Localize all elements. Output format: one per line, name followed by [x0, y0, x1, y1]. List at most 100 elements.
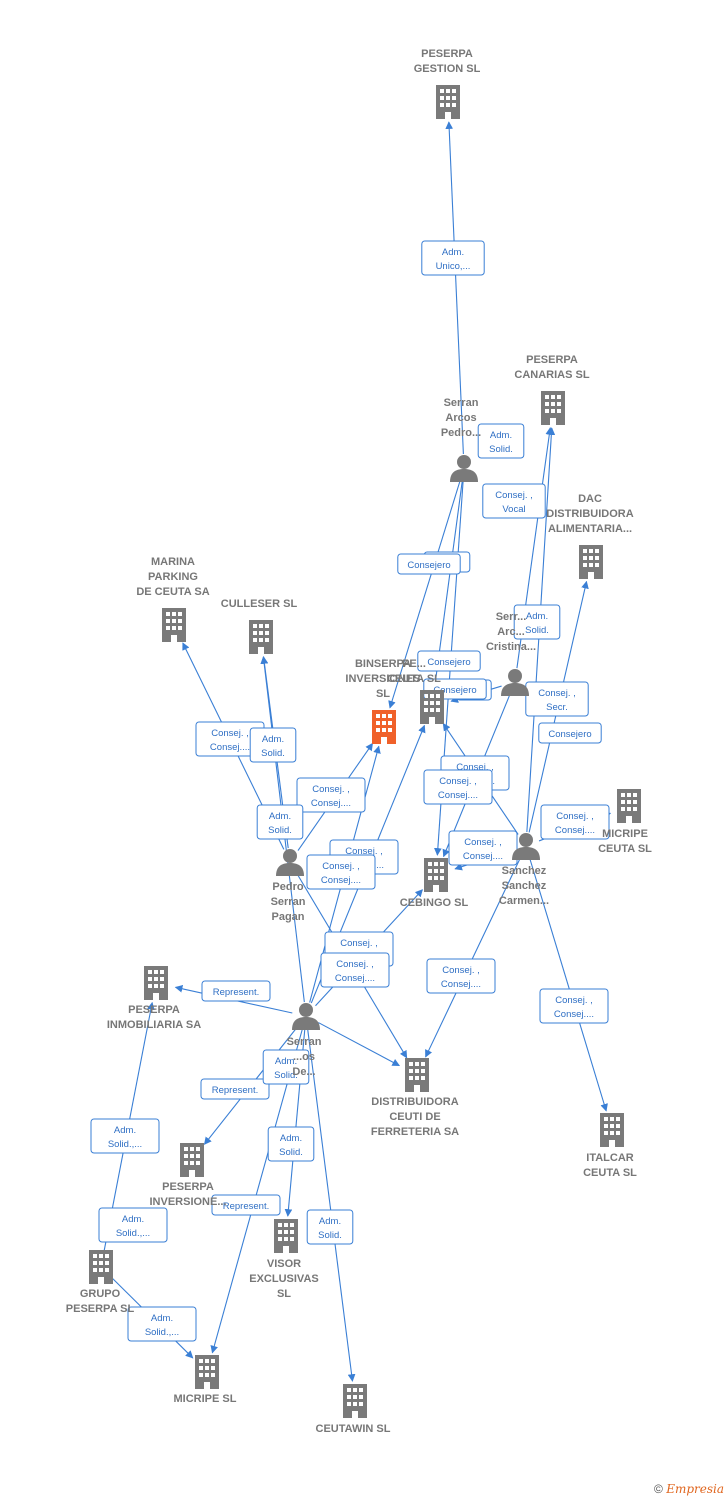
node-ceutawin[interactable]: CEUTAWIN SL [316, 1384, 391, 1435]
edge-label-29[interactable]: Adm.Solid. [267, 1126, 315, 1162]
edge-label-16[interactable]: Consej. ,Consej.... [306, 854, 376, 890]
edge-label-box[interactable] [397, 553, 461, 575]
person-icon[interactable] [276, 849, 304, 876]
building-icon[interactable] [579, 545, 603, 579]
edge-label-box[interactable] [256, 804, 304, 840]
edge-label-box[interactable] [201, 980, 271, 1002]
edge-label-box[interactable] [98, 1207, 168, 1243]
edge-label-0[interactable]: Adm.Unico,... [421, 240, 485, 276]
edge-label-box[interactable] [539, 988, 609, 1024]
edge-label-30[interactable]: Represent. [211, 1194, 281, 1216]
edge-label-box[interactable] [90, 1118, 160, 1154]
person-icon[interactable] [292, 1003, 320, 1030]
building-icon[interactable] [274, 1219, 298, 1253]
edge-label-28[interactable]: Adm.Solid.,... [90, 1118, 160, 1154]
edge-label-box[interactable] [423, 769, 493, 805]
edge-label-5[interactable]: Adm.Solid. [513, 604, 561, 640]
building-icon[interactable] [424, 858, 448, 892]
edge-label-box[interactable] [200, 1078, 270, 1100]
edge-label-box[interactable] [306, 854, 376, 890]
edge-label-box[interactable] [320, 952, 390, 988]
edge-label-2[interactable]: Consej. ,Vocal [482, 483, 546, 519]
edge-label-6[interactable]: Consejero [417, 650, 481, 672]
edge-label-25[interactable]: Represent. [201, 980, 271, 1002]
building-icon[interactable] [144, 966, 168, 1000]
building-icon[interactable] [180, 1143, 204, 1177]
edge-sanchez_carmen-to-italcar [529, 859, 608, 1112]
edge-label-19[interactable]: Consej. ,Consej.... [448, 830, 518, 866]
node-serran_arcos_pedro[interactable]: SerranArcosPedro... [441, 397, 481, 482]
edge-label-box[interactable] [538, 722, 602, 744]
person-icon[interactable] [450, 455, 478, 482]
node-dac[interactable]: DACDISTRIBUIDORAALIMENTARIA... [546, 493, 634, 579]
edge-label-box[interactable] [267, 1126, 315, 1162]
edge-label-14[interactable]: Adm.Solid. [256, 804, 304, 840]
node-label: CULLESER SL [221, 598, 298, 610]
edge-label-text: Consej. , [556, 811, 594, 822]
building-icon[interactable] [541, 391, 565, 425]
node-peserpa_ceuta[interactable]: PE...CEUTA SL [387, 658, 444, 724]
edge-label-23[interactable]: Consej. ,Consej.... [426, 958, 496, 994]
building-icon[interactable] [343, 1384, 367, 1418]
node-peserpa_inversiones[interactable]: PESERPAINVERSIONE... [149, 1143, 227, 1208]
edge-label-box[interactable] [525, 681, 589, 717]
building-icon[interactable] [600, 1113, 624, 1147]
node-sanchez_carmen[interactable]: SanchezSanchezCarmen... [499, 833, 549, 907]
edge-label-box[interactable] [426, 958, 496, 994]
edge-label-box[interactable] [482, 483, 546, 519]
edge-label-20[interactable]: Consej. ,Consej.... [540, 804, 610, 840]
edge-label-box[interactable] [477, 423, 525, 459]
edge-label-box[interactable] [421, 240, 485, 276]
edge-label-box[interactable] [513, 604, 561, 640]
edge-label-9[interactable]: Consej. ,Secr. [525, 681, 589, 717]
edge-label-12[interactable]: Adm.Solid. [249, 727, 297, 763]
edge-label-box[interactable] [448, 830, 518, 866]
edge-label-31[interactable]: Adm.Solid.,... [98, 1207, 168, 1243]
edge-label-10[interactable]: Consejero [538, 722, 602, 744]
edge-label-box[interactable] [249, 727, 297, 763]
node-culleser[interactable]: CULLESER SL [221, 598, 298, 654]
edge-label-24[interactable]: Consej. ,Consej.... [539, 988, 609, 1024]
building-icon[interactable] [405, 1058, 429, 1092]
edge-label-box[interactable] [540, 804, 610, 840]
footer-brand: © Empresia [654, 1482, 724, 1496]
building-icon[interactable] [617, 789, 641, 823]
node-micripe[interactable]: MICRIPE SL [174, 1355, 237, 1405]
building-icon[interactable] [372, 710, 396, 744]
edge-label-33[interactable]: Adm.Solid.,... [127, 1306, 197, 1342]
edge-label-box[interactable] [417, 650, 481, 672]
building-icon[interactable] [162, 608, 186, 642]
building-icon[interactable] [89, 1250, 113, 1284]
edge-label-box[interactable] [211, 1194, 281, 1216]
node-serran_arcos_cristina[interactable]: Serr...Arc...Cristina... [486, 611, 536, 696]
edge-label-4[interactable]: Consejero [397, 553, 461, 575]
edge-label-22[interactable]: Consej. ,Consej.... [320, 952, 390, 988]
building-icon[interactable] [249, 620, 273, 654]
edge-label-box[interactable] [262, 1049, 310, 1085]
node-cebingo[interactable]: CEBINGO SL [400, 858, 469, 909]
building-icon[interactable] [195, 1355, 219, 1389]
edge-label-13[interactable]: Consej. ,Consej.... [296, 777, 366, 813]
edge-label-27[interactable]: Adm.Solid. [262, 1049, 310, 1085]
edge-label-26[interactable]: Represent. [200, 1078, 270, 1100]
person-icon[interactable] [501, 669, 529, 696]
building-icon[interactable] [436, 85, 460, 119]
node-serran_de[interactable]: Serran...osDe... [287, 1003, 322, 1078]
edge-label-box[interactable] [296, 777, 366, 813]
edge-label-box[interactable] [127, 1306, 197, 1342]
edge-label-1[interactable]: Adm.Solid. [477, 423, 525, 459]
edge-label-18[interactable]: Consej. ,Consej.... [423, 769, 493, 805]
edge-label-box[interactable] [306, 1209, 354, 1245]
edge-label-32[interactable]: Adm.Solid. [306, 1209, 354, 1245]
